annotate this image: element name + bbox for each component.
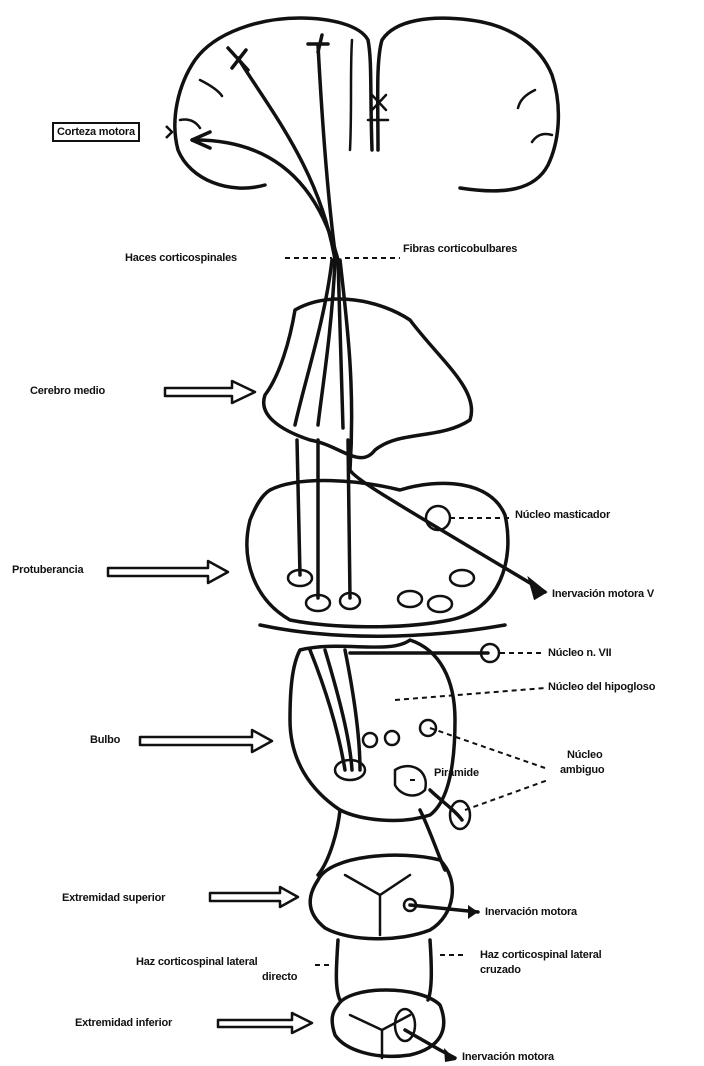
label-extremidad-superior: Extremidad superior [62,891,165,905]
label-piramide: Pirámide [434,766,479,780]
label-haz-directo-line2: directo [262,970,297,984]
label-haces-corticospinales: Haces corticospinales [125,251,237,265]
label-cerebro-medio: Cerebro medio [30,384,105,398]
pons [247,440,508,636]
label-haz-cruzado-line1: Haz corticospinal lateral [480,948,602,962]
label-nucleo-ambiguo-line2: ambiguo [560,763,604,777]
label-nucleo-hipogloso: Núcleo del hipogloso [548,680,655,694]
label-bulbo: Bulbo [90,733,120,747]
corticospinal-fibers-cortex [192,35,388,260]
label-nucleo-ambiguo-line1: Núcleo [567,748,602,762]
label-haz-directo-line1: Haz corticospinal lateral [136,955,258,969]
label-corteza-motora: Corteza motora [52,122,140,142]
label-protuberancia: Protuberancia [12,563,83,577]
spinal-cord-lower [332,940,455,1058]
medulla [290,640,499,829]
label-inervacion-motora: Inervación motora [485,905,577,919]
label-extremidad-inferior: Extremidad inferior [75,1016,172,1030]
label-nucleo-n-vii: Núcleo n. VII [548,646,611,660]
label-haz-cruzado-line2: cruzado [480,963,521,977]
spinal-cord-upper [310,810,478,939]
label-nucleo-masticador: Núcleo masticador [515,508,610,522]
cerebrum [175,18,559,191]
label-inervacion-motora-v: Inervación motora V [552,587,654,601]
label-fibras-corticobulbares: Fibras corticobulbares [403,242,517,256]
midbrain [264,299,472,458]
label-inervacion-motora-final: Inervación motora [462,1050,554,1064]
